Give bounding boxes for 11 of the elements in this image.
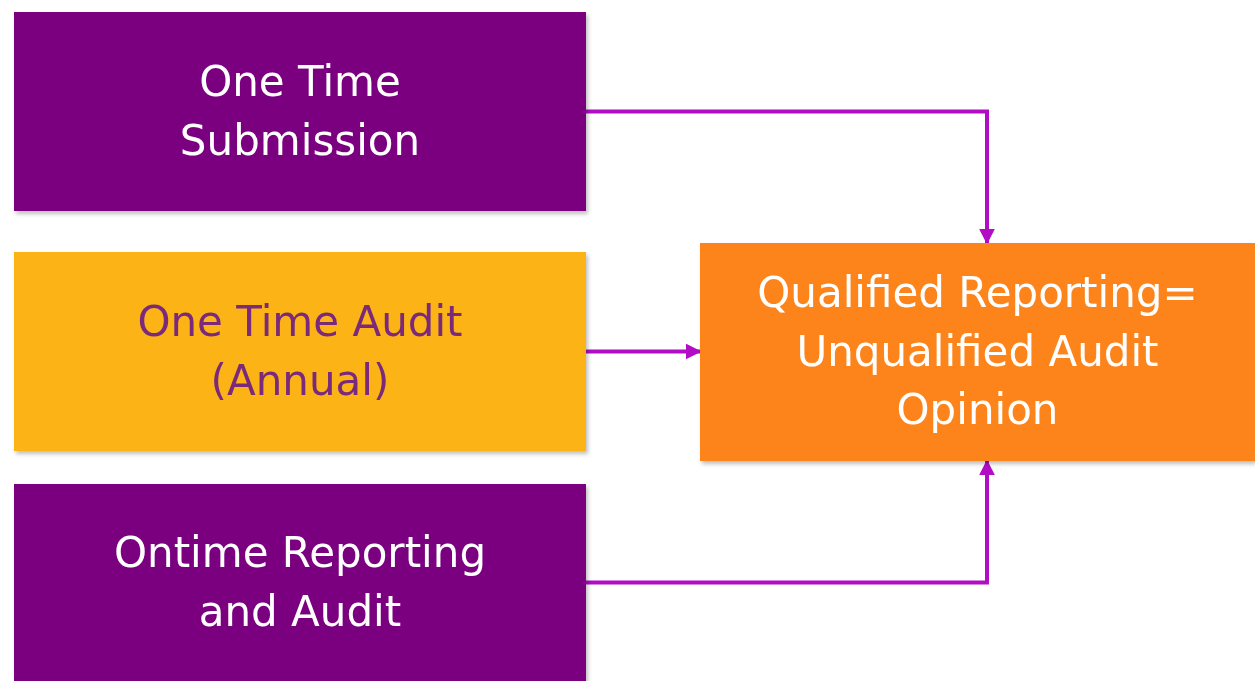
box-label: One Time Submission <box>178 55 422 167</box>
process-box <box>700 243 1255 461</box>
process-box <box>14 484 586 681</box>
box-label: Ontime Reporting and Audit <box>112 526 488 638</box>
arrow <box>586 343 702 360</box>
arrow <box>586 109 995 245</box>
process-box <box>14 252 586 451</box>
arrow <box>586 459 995 585</box>
box-label: Qualified Reporting= Unqualified Audit Opinion <box>756 266 1199 437</box>
box-label: One Time Audit (Annual) <box>136 295 464 407</box>
process-box <box>14 12 586 211</box>
